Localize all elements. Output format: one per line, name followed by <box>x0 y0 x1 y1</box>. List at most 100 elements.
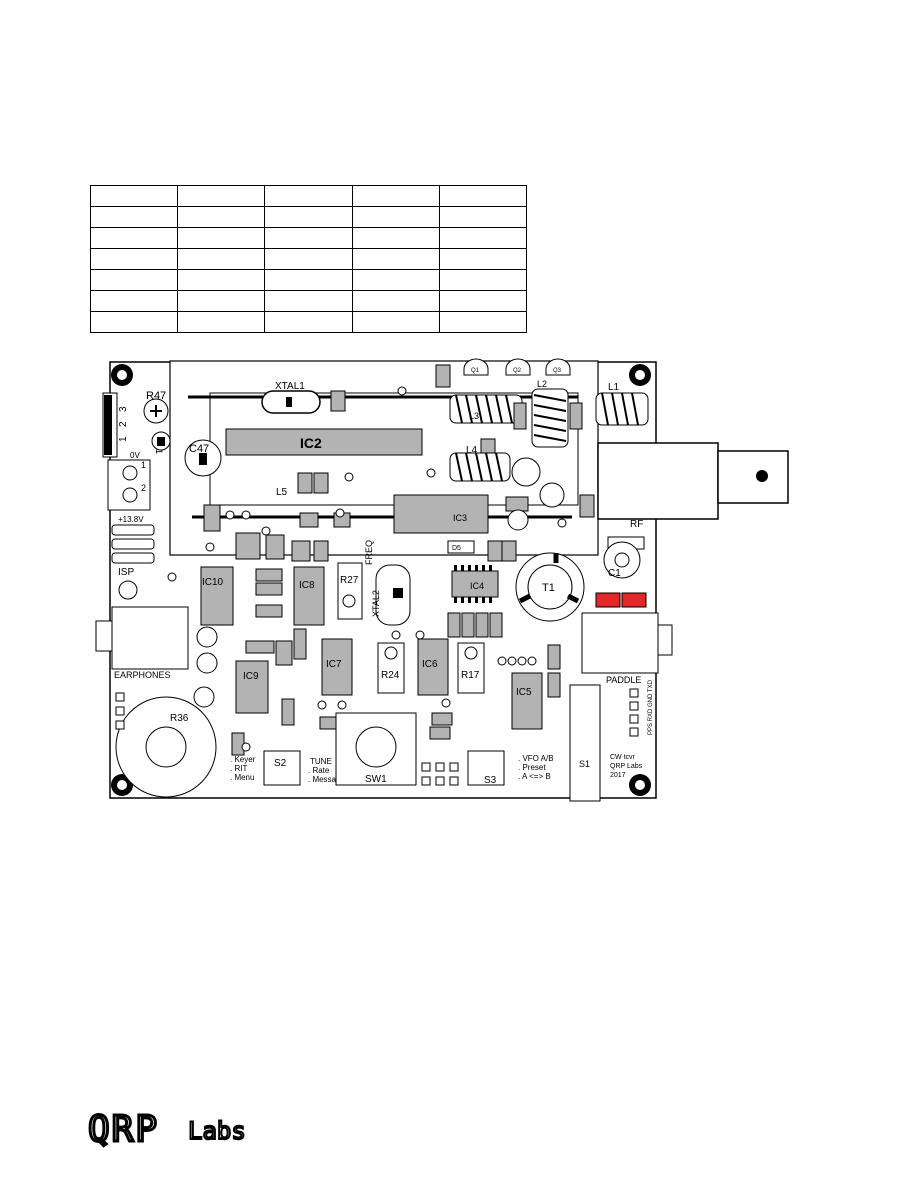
table-cell <box>351 227 440 249</box>
paddle-pins: PPS RXD GND TXD <box>648 679 654 735</box>
s1-label: S1 <box>579 759 590 769</box>
isp-label: ISP <box>118 567 134 578</box>
ic5-label: IC5 <box>516 687 532 698</box>
qrp-labs-logo: QRP Labs <box>88 1108 247 1152</box>
q3-label: Q3 <box>553 368 562 374</box>
table-cell <box>89 227 179 249</box>
table-row <box>89 206 528 228</box>
c47-label: C47 <box>189 443 209 455</box>
table-cell <box>177 269 266 291</box>
credit-3: 2017 <box>610 772 626 779</box>
table-row <box>89 269 528 291</box>
table-cell <box>438 311 528 333</box>
ic8-label: IC8 <box>299 580 315 591</box>
supply-label: +13.8V <box>118 515 144 524</box>
table-cell <box>351 248 440 270</box>
table-cell <box>438 185 528 207</box>
xtal1-label: XTAL1 <box>275 381 305 392</box>
mounting-hole-icon <box>111 364 651 796</box>
ic7-label: IC7 <box>326 659 342 670</box>
table-cell <box>89 248 179 270</box>
table-row <box>89 311 528 333</box>
tune-note-3: . Message <box>308 775 345 784</box>
pcb-silkscreen-diagram: 3 2 1 CT1 R47 1 2 0V +13.8V C47 XTAL1 IC… <box>95 358 789 802</box>
vfo-note-1: . VFO A/B <box>518 754 554 763</box>
table-cell <box>89 269 179 291</box>
table-cell <box>438 206 528 228</box>
table-cell <box>438 227 528 249</box>
c1-label: C1 <box>608 568 621 579</box>
l5-label: L5 <box>276 487 288 498</box>
conn-pin-2: 2 <box>118 421 129 427</box>
table-cell <box>177 185 266 207</box>
table-cell <box>264 227 353 249</box>
table-row <box>89 290 528 312</box>
terminal-2: 2 <box>141 483 146 493</box>
table-cell <box>177 206 266 228</box>
conn-pin-1: 1 <box>118 436 129 442</box>
freq-label: FREQ <box>364 540 374 565</box>
table-cell <box>264 290 353 312</box>
table-cell <box>264 206 353 228</box>
table-row <box>89 185 528 207</box>
table-cell <box>264 248 353 270</box>
ic10-label: IC10 <box>202 577 224 588</box>
logo-qrp: QRP <box>88 1109 159 1150</box>
table-cell <box>351 185 440 207</box>
s2-note-3: . Menu <box>230 773 254 782</box>
table-cell <box>89 206 179 228</box>
table-cell <box>351 311 440 333</box>
tune-note-1: TUNE <box>310 757 332 766</box>
table-cell <box>264 311 353 333</box>
l1-label: L1 <box>608 382 620 393</box>
rf-label: RF <box>630 519 643 530</box>
logo-labs: Labs <box>188 1117 246 1145</box>
terminal-1: 1 <box>141 460 146 470</box>
sw1-label: SW1 <box>365 774 387 785</box>
table-cell <box>351 206 440 228</box>
ic2-label: IC2 <box>300 435 322 451</box>
earphones-label: EARPHONES <box>114 670 171 680</box>
table-cell <box>177 227 266 249</box>
l4-label: L4 <box>466 445 478 456</box>
r47-label: R47 <box>146 390 166 402</box>
s2-note-2: . RIT <box>230 764 247 773</box>
paddle-label: PADDLE <box>606 675 641 685</box>
ic9-label: IC9 <box>243 671 259 682</box>
s3-label: S3 <box>484 775 497 786</box>
table-row <box>89 227 528 249</box>
s2-note-1: . Keyer <box>230 755 256 764</box>
credit-2: QRP Labs <box>610 763 643 770</box>
conn-pin-3: 3 <box>118 406 129 412</box>
table-cell <box>177 248 266 270</box>
ic6-label: IC6 <box>422 659 438 670</box>
r17-label: R17 <box>461 670 480 681</box>
table-cell <box>351 269 440 291</box>
vfo-note-2: . Preset <box>518 763 546 772</box>
table-cell <box>438 248 528 270</box>
tune-note-2: . Rate <box>308 766 330 775</box>
blank-table <box>89 185 528 333</box>
table-cell <box>438 290 528 312</box>
q1-label: Q1 <box>471 368 480 374</box>
r36-label: R36 <box>170 713 189 724</box>
r24-label: R24 <box>381 670 400 681</box>
vfo-note-3: . A <=> B <box>518 772 551 781</box>
terminal-0v: 0V <box>130 451 140 460</box>
table-cell <box>89 290 179 312</box>
ic4-label: IC4 <box>470 581 484 591</box>
l3-label: L3 <box>469 411 479 421</box>
table-cell <box>264 269 353 291</box>
table-cell <box>177 311 266 333</box>
xtal2-label: XTAL2 <box>371 590 381 617</box>
t1-label: T1 <box>542 582 555 594</box>
d5-label: D5 <box>452 545 461 552</box>
q2-label: Q2 <box>513 368 522 374</box>
table-cell <box>89 311 179 333</box>
table-cell <box>89 185 179 207</box>
r27-label: R27 <box>340 575 359 586</box>
credit-1: CW tcvr <box>610 754 636 761</box>
s2-label: S2 <box>274 758 287 769</box>
table-cell <box>351 290 440 312</box>
l2-label: L2 <box>537 379 547 389</box>
